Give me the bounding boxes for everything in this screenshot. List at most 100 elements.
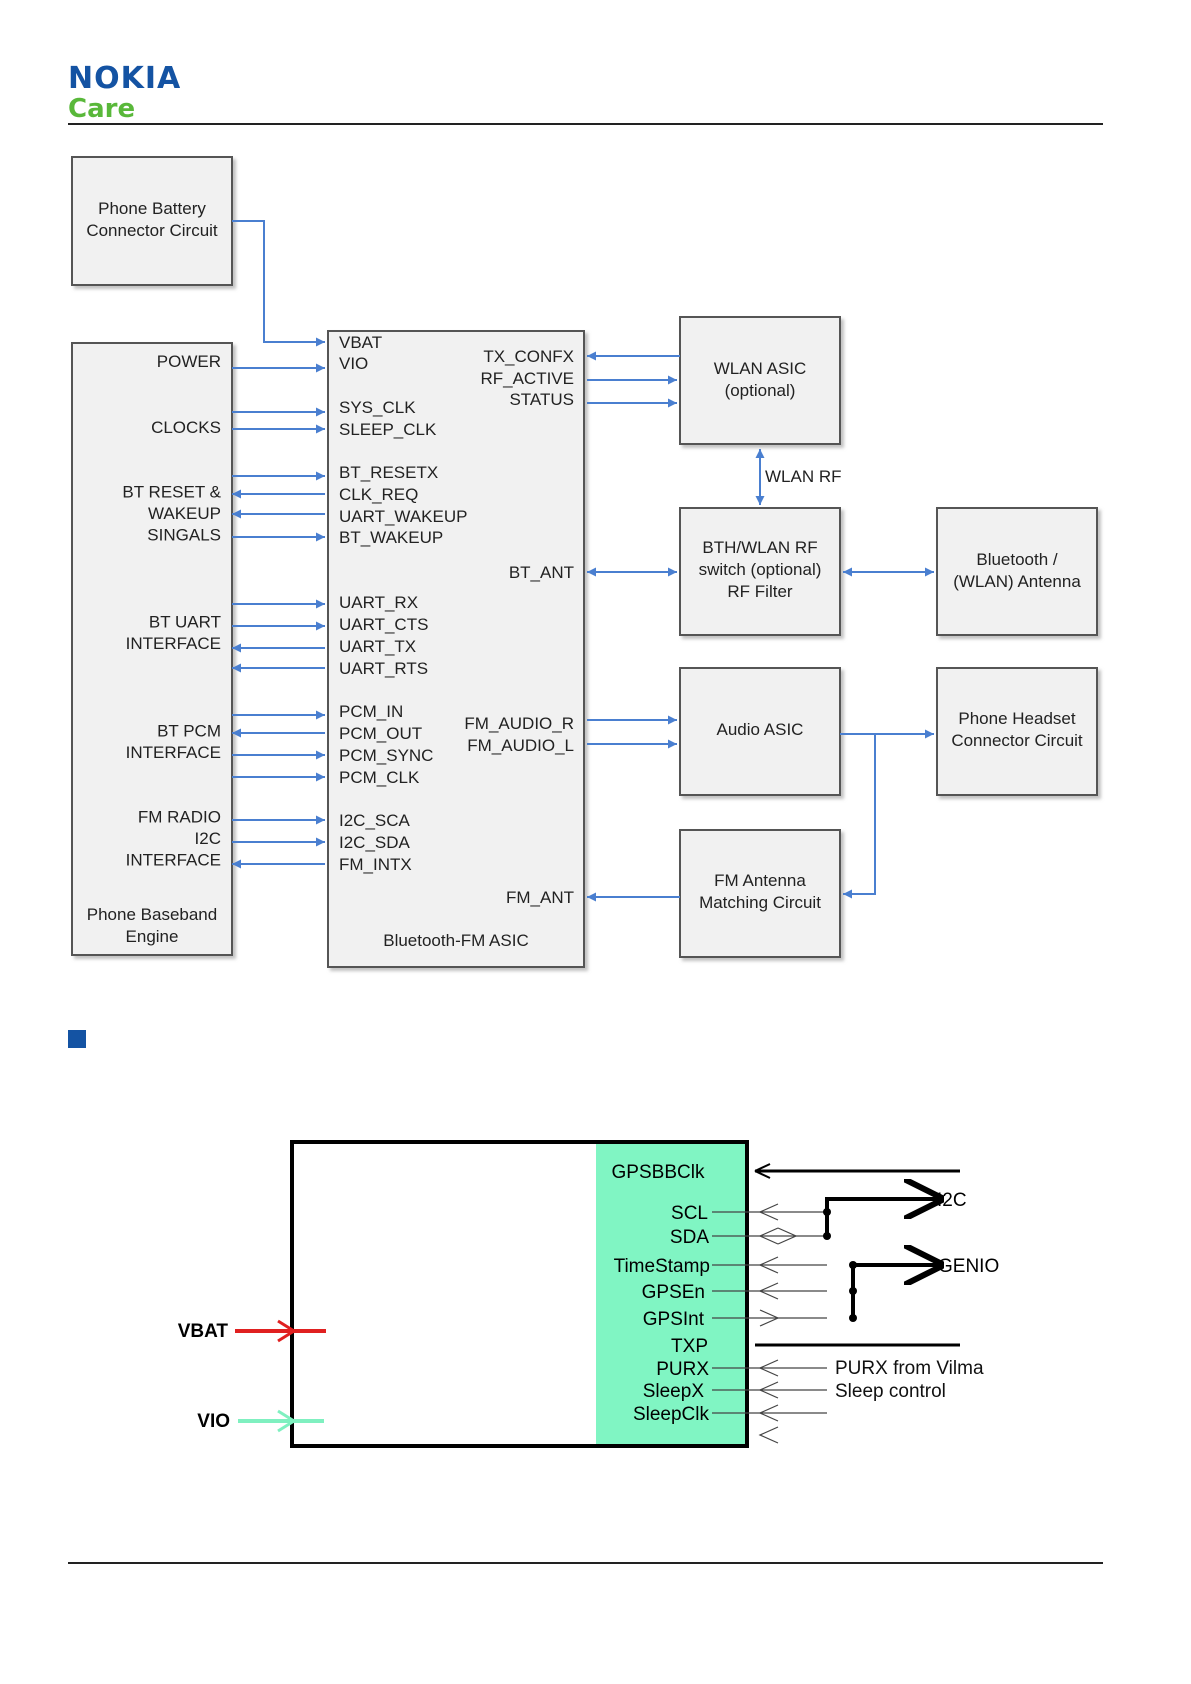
asic-pin-label: TX_CONFX	[483, 347, 574, 366]
wlan-rf-label: WLAN RF	[765, 467, 842, 486]
asic-pin-label: BT_RESETX	[339, 463, 438, 482]
genio-label: GENIO	[938, 1256, 999, 1277]
baseband-group-label: SINGALS	[147, 526, 221, 545]
header-rule	[68, 123, 1103, 125]
gps-pin-label: TimeStamp	[614, 1256, 710, 1277]
vio-arrow	[277, 1409, 297, 1433]
audio-asic-label-line: Audio ASIC	[717, 720, 804, 739]
headset-connector-label-line: Phone Headset	[958, 709, 1075, 728]
fm-matching-label-line: Matching Circuit	[699, 893, 821, 912]
baseband-group-label: INTERFACE	[126, 634, 221, 653]
gps-pin-arrow	[758, 1256, 779, 1274]
baseband-group-label: WAKEUP	[148, 504, 221, 523]
asic-pin-label: UART_CTS	[339, 615, 428, 634]
wlan-asic-label-line: (optional)	[725, 381, 796, 400]
asic-pin-label: CLK_REQ	[339, 485, 418, 504]
asic-pin-label: UART_WAKEUP	[339, 507, 467, 526]
i2c-bus-line	[825, 1199, 940, 1236]
asic-pin-label: VIO	[339, 354, 368, 373]
antenna-box	[936, 507, 1098, 636]
asic-pin-label: FM_INTX	[339, 855, 412, 874]
asic-pin-label: FM_AUDIO_L	[467, 736, 574, 755]
genio-junction	[849, 1287, 857, 1295]
fm-matching-label-line: FM Antenna	[714, 871, 806, 890]
baseband-group-label: BT PCM	[157, 721, 221, 740]
gps-bbclk-arrow	[754, 1163, 771, 1179]
purx-note: PURX from Vilma	[835, 1358, 984, 1379]
vbat-supply-line	[232, 220, 325, 347]
gps-pin-label: SleepClk	[633, 1404, 710, 1425]
battery-connector-label-line: Connector Circuit	[86, 221, 218, 240]
battery-connector-label-line: Phone Battery	[98, 199, 206, 218]
i2c-junction	[823, 1232, 831, 1240]
vbat-label: VBAT	[178, 1321, 229, 1342]
baseband-engine-box	[71, 342, 233, 956]
section-marker	[68, 1030, 86, 1048]
gps-pin-label: SCL	[671, 1203, 708, 1224]
gps-pin-arrow	[758, 1426, 779, 1444]
gps-pin-label: SleepX	[643, 1381, 705, 1402]
vbat-arrow	[277, 1319, 297, 1343]
gps-pin-label: GPSEn	[642, 1282, 705, 1303]
gps-module-box	[290, 1140, 749, 1448]
audio-asic-box	[679, 667, 841, 796]
asic-pin-label: I2C_SCA	[339, 811, 411, 830]
asic-pin-label: PCM_SYNC	[339, 746, 433, 765]
asic-pin-label: SLEEP_CLK	[339, 420, 437, 439]
baseband-group-label: I2C	[195, 829, 221, 848]
asic-pin-label: STATUS	[509, 390, 574, 409]
baseband-engine-label-line: Engine	[126, 927, 179, 946]
baseband-group-label: POWER	[157, 352, 221, 371]
logo-sub: Care	[68, 94, 136, 124]
asic-pin-label: UART_TX	[339, 637, 416, 656]
asic-pin-label: SYS_CLK	[339, 398, 416, 417]
headset-connector-box	[936, 667, 1098, 796]
asic-pin-label: UART_RX	[339, 593, 418, 612]
gps-pin-label: SDA	[670, 1227, 709, 1248]
baseband-group-label: FM RADIO	[138, 808, 221, 827]
gps-pin-label: PURX	[656, 1359, 709, 1380]
gps-pin-arrow	[758, 1404, 779, 1422]
genio-junction	[849, 1314, 857, 1322]
baseband-group-label: CLOCKS	[151, 418, 221, 437]
gps-pin-panel	[596, 1142, 745, 1444]
headset-to-fm-line	[843, 734, 876, 899]
genio-junction	[849, 1261, 857, 1269]
wlan-asic-label-line: WLAN ASIC	[714, 359, 807, 378]
asic-pin-label: BT_ANT	[509, 563, 574, 582]
rf-switch-label-line: BTH/WLAN RF	[702, 538, 817, 557]
antenna-label-line: Bluetooth /	[976, 550, 1058, 569]
logo-brand: NOKIA	[68, 61, 182, 96]
asic-pin-label: BT_WAKEUP	[339, 528, 443, 547]
fm-matching-box	[679, 829, 841, 958]
wlan-asic-box	[679, 316, 841, 445]
gps-pin-label: TXP	[671, 1336, 708, 1357]
gps-pin-label: GPSBBClk	[612, 1162, 705, 1183]
asic-pin-label: UART_RTS	[339, 659, 428, 678]
antenna-label-line: (WLAN) Antenna	[953, 572, 1081, 591]
asic-pin-label: PCM_OUT	[339, 724, 422, 743]
gps-pin-arrow	[758, 1359, 779, 1377]
battery-connector-box	[71, 156, 233, 286]
asic-pin-label: PCM_CLK	[339, 768, 420, 787]
baseband-engine-label-line: Phone Baseband	[87, 905, 217, 924]
baseband-group-label: BT UART	[149, 612, 221, 631]
gps-pin-label: GPSInt	[643, 1309, 705, 1330]
rf-switch-label-line: RF Filter	[727, 582, 793, 601]
bt-fm-asic-label: Bluetooth-FM ASIC	[383, 931, 529, 950]
i2c-junction	[823, 1208, 831, 1216]
asic-pin-label: RF_ACTIVE	[480, 369, 574, 388]
gps-pin-arrow	[758, 1282, 779, 1300]
asic-pin-label: FM_AUDIO_R	[464, 714, 574, 733]
baseband-group-label: INTERFACE	[126, 743, 221, 762]
gps-pin-arrow	[758, 1381, 779, 1399]
asic-pin-label: FM_ANT	[506, 888, 574, 907]
baseband-group-label: INTERFACE	[126, 851, 221, 870]
footer-rule	[68, 1562, 1103, 1564]
nokia-care-logo: NOKIA Care	[68, 61, 182, 125]
baseband-group-label: BT RESET &	[122, 483, 221, 502]
asic-pin-label: PCM_IN	[339, 702, 403, 721]
rf-switch-box	[679, 507, 841, 636]
headset-connector-label-line: Connector Circuit	[951, 731, 1083, 750]
